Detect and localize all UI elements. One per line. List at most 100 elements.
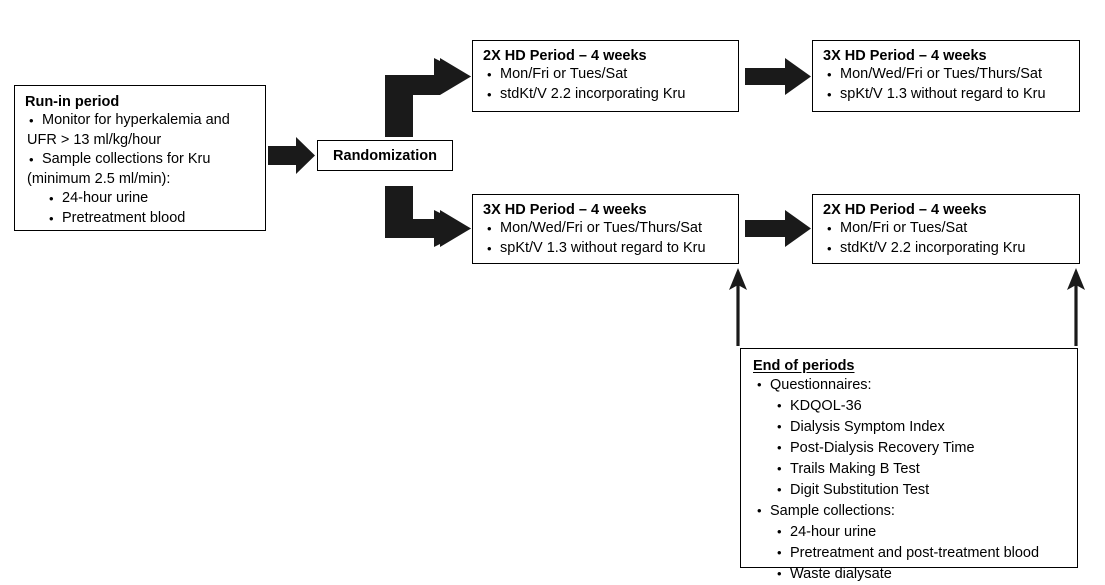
list-item: • spKt/V 1.3 without regard to Kru	[825, 85, 1070, 105]
bullet-icon: •	[777, 398, 782, 413]
list-item-label: spKt/V 1.3 without regard to Kru	[840, 85, 1046, 102]
list-item-label: stdKt/V 2.2 incorporating Kru	[500, 85, 686, 102]
list-item-label: Post-Dialysis Recovery Time	[790, 440, 975, 456]
period-list: • Mon/Fri or Tues/Sat • stdKt/V 2.2 incorp…	[825, 219, 1070, 258]
list-item: • Dialysis Symptom Index	[775, 417, 1068, 438]
randomization-label: Randomization	[333, 147, 437, 164]
list-item: • Mon/Wed/Fri or Tues/Thurs/Sat	[485, 219, 729, 239]
period-box-3x-first: 3X HD Period – 4 weeks • Mon/Wed/Fri or T…	[472, 194, 739, 264]
period-list: • Mon/Wed/Fri or Tues/Thurs/Sat • spKt/V 1…	[825, 65, 1070, 104]
list-item-label: Questionnaires:	[770, 377, 872, 393]
arrow-runin-to-randomization	[268, 137, 315, 174]
bullet-icon: •	[777, 419, 782, 434]
bullet-icon: •	[49, 191, 54, 206]
bullet-icon: •	[777, 461, 782, 476]
arrow-randomization-to-3x-lower	[385, 186, 440, 228]
list-item: • stdKt/V 2.2 incorporating Kru	[825, 239, 1070, 259]
bullet-icon: •	[29, 152, 34, 167]
arrow-head-end-to-2x-lower	[1067, 268, 1085, 290]
bullet-icon: •	[29, 113, 34, 128]
bullet-icon: •	[487, 221, 492, 236]
bullet-icon: •	[777, 524, 782, 539]
bullet-icon: •	[777, 566, 782, 581]
period-box-3x-second: 3X HD Period – 4 weeks • Mon/Wed/Fri or T…	[812, 40, 1080, 112]
list-item-label: Mon/Wed/Fri or Tues/Thurs/Sat	[500, 220, 702, 236]
bullet-icon: •	[827, 221, 832, 236]
run-in-period-box: Run-in period • Monitor for hyperkalemia …	[14, 85, 266, 231]
bullet-icon: •	[487, 86, 492, 102]
list-item-label: Mon/Wed/Fri or Tues/Thurs/Sat	[840, 66, 1042, 82]
randomization-box: Randomization	[317, 140, 453, 171]
bullet-icon: •	[49, 210, 54, 226]
run-in-period-list: • Monitor for hyperkalemia and UFR > 13 m…	[27, 111, 256, 189]
samples-sublist: • 24-hour urine • Pretreatment and post-tr…	[775, 522, 1068, 585]
end-of-periods-list: • Questionnaires:	[755, 375, 1068, 396]
bullet-icon: •	[777, 482, 782, 497]
end-of-periods-box: End of periods • Questionnaires: • KDQOL-3…	[740, 348, 1078, 582]
list-item-continuation: UFR > 13 ml/kg/hour	[27, 131, 162, 148]
list-item: • 24-hour urine	[775, 522, 1068, 543]
list-item-label: Digit Substitution Test	[790, 482, 930, 498]
list-item-label: 24-hour urine	[62, 190, 149, 206]
bullet-icon: •	[757, 503, 762, 518]
end-of-periods-title: End of periods	[753, 358, 855, 374]
list-item-label: spKt/V 1.3 without regard to Kru	[500, 239, 706, 256]
period-title: 3X HD Period – 4 weeks	[483, 202, 647, 218]
list-item: • Sample collections:	[755, 501, 1068, 522]
list-item-label: KDQOL-36	[790, 398, 862, 414]
arrow-head-2x-upper	[434, 58, 471, 95]
bullet-icon: •	[487, 240, 492, 256]
list-item: • Pretreatment blood	[47, 209, 256, 229]
list-item: • Pretreatment and post-treatment blood	[775, 543, 1068, 564]
list-item: • 24-hour urine	[47, 189, 256, 209]
list-item-label: Trails Making B Test	[790, 461, 920, 477]
list-item-label: Mon/Fri or Tues/Sat	[840, 220, 968, 236]
bullet-icon: •	[757, 377, 762, 392]
run-in-period-sublist: • 24-hour urine • Pretreatment blood	[47, 189, 256, 228]
bullet-icon: •	[827, 240, 832, 256]
list-item-label: Pretreatment blood	[62, 209, 186, 226]
run-in-period-title: Run-in period	[25, 94, 120, 110]
list-item: • Mon/Fri or Tues/Sat	[485, 65, 729, 85]
list-item: • Digit Substitution Test	[775, 480, 1068, 501]
list-item: • Mon/Wed/Fri or Tues/Thurs/Sat	[825, 65, 1070, 85]
questionnaires-sublist: • KDQOL-36 • Dialysis Symptom Index • Post-…	[775, 396, 1068, 501]
list-item-label: Pretreatment and post-treatment blood	[790, 545, 1040, 561]
list-item: • Monitor for hyperkalemia and UFR > 13 m…	[27, 111, 256, 150]
list-item: • Questionnaires:	[755, 375, 1068, 396]
period-list: • Mon/Wed/Fri or Tues/Thurs/Sat • spKt/V 1…	[485, 219, 729, 258]
arrow-head-3x-lower	[434, 210, 471, 247]
list-item: • Post-Dialysis Recovery Time	[775, 438, 1068, 459]
bullet-icon: •	[827, 86, 832, 102]
list-item: • Sample collections for Kru (minimum 2.5…	[27, 150, 256, 189]
list-item-label: Dialysis Symptom Index	[790, 419, 945, 435]
list-item: • Trails Making B Test	[775, 459, 1068, 480]
bullet-icon: •	[487, 67, 492, 82]
list-item-label: Waste dialysate	[790, 566, 892, 582]
list-item-label: stdKt/V 2.2 incorporating Kru	[840, 239, 1026, 256]
period-box-2x-first: 2X HD Period – 4 weeks • Mon/Fri or Tues/…	[472, 40, 739, 112]
arrow-3x-to-2x-lower	[745, 210, 811, 247]
samples-group-list: • Sample collections:	[755, 501, 1068, 522]
list-item-label: Monitor for hyperkalemia and	[42, 112, 230, 128]
arrow-2x-to-3x-upper	[745, 58, 811, 95]
list-item: • Mon/Fri or Tues/Sat	[825, 219, 1070, 239]
list-item-label: Sample collections:	[770, 503, 895, 519]
list-item: • Waste dialysate	[775, 564, 1068, 585]
bullet-icon: •	[827, 67, 832, 82]
list-item: • stdKt/V 2.2 incorporating Kru	[485, 85, 729, 105]
period-title: 2X HD Period – 4 weeks	[483, 48, 647, 64]
list-item-label: Mon/Fri or Tues/Sat	[500, 66, 628, 82]
arrow-randomization-to-2x-upper	[385, 58, 471, 137]
period-list: • Mon/Fri or Tues/Sat • stdKt/V 2.2 incorp…	[485, 65, 729, 104]
list-item: • spKt/V 1.3 without regard to Kru	[485, 239, 729, 259]
list-item: • KDQOL-36	[775, 396, 1068, 417]
bullet-icon: •	[777, 440, 782, 455]
period-title: 3X HD Period – 4 weeks	[823, 48, 987, 64]
list-item-continuation: (minimum 2.5 ml/min):	[27, 170, 171, 187]
list-item-label: 24-hour urine	[790, 524, 877, 540]
list-item-label: Sample collections for Kru	[42, 151, 211, 167]
arrow-randomization-to-3x-lower-body	[385, 186, 471, 247]
bullet-icon: •	[777, 545, 782, 560]
